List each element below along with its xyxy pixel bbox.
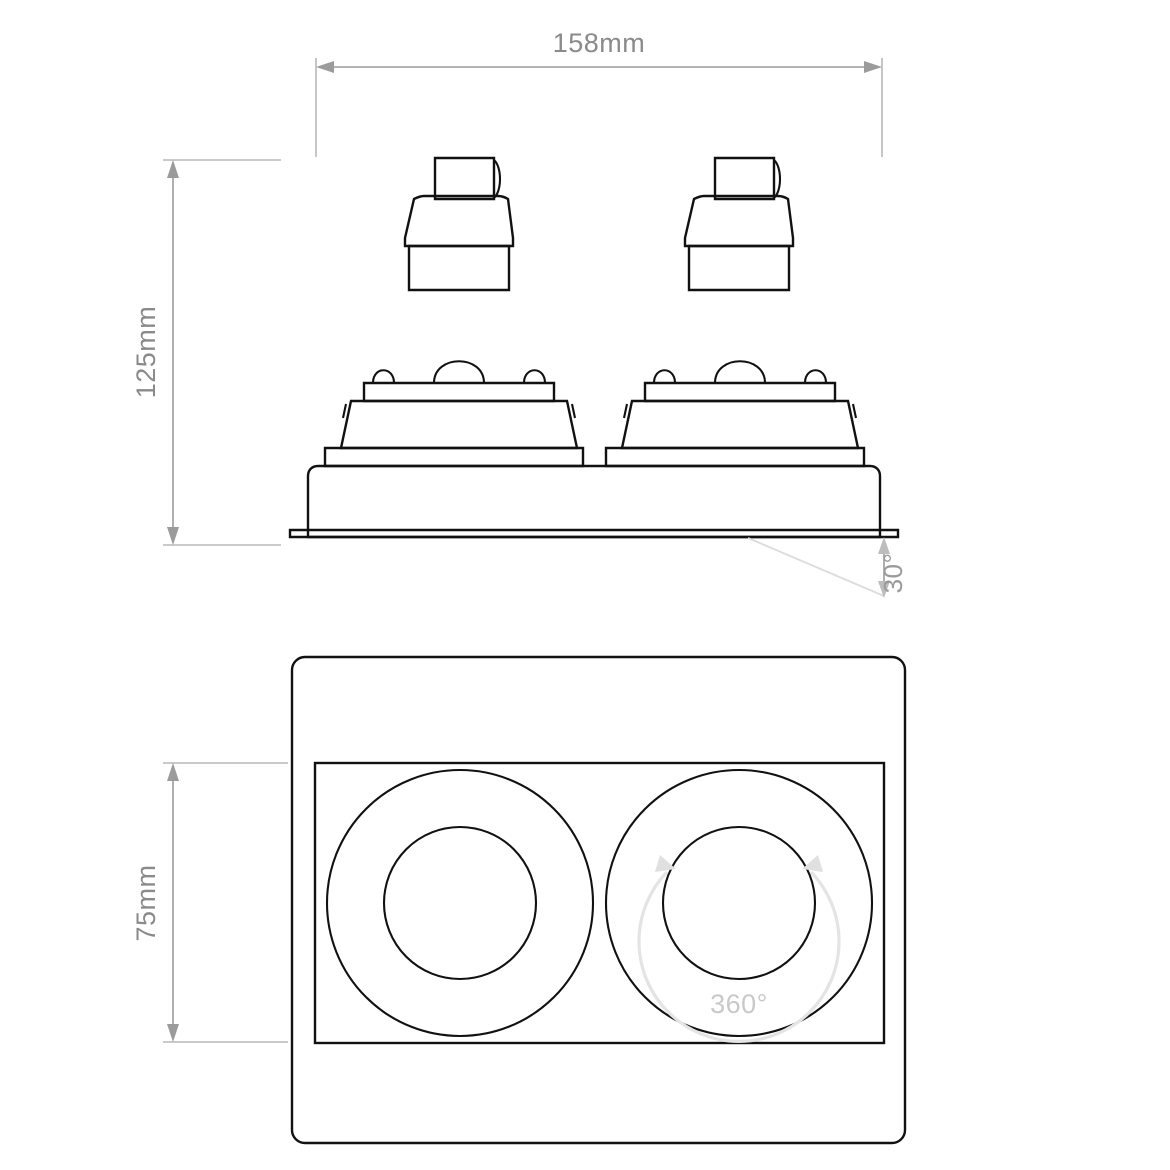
- annotation-rotation-360deg: 360°: [637, 855, 841, 1043]
- gimbal-yoke-left: [339, 399, 579, 450]
- yoke-notch-left: [341, 403, 348, 419]
- yoke-notch-left-r: [622, 403, 629, 419]
- lamp-shade-right: [683, 194, 795, 248]
- lamp-stem-left: [433, 156, 496, 201]
- aperture-left-inner-ring: [382, 825, 538, 981]
- pin-center-dome: [432, 360, 486, 384]
- pin-center-dome-r: [713, 360, 767, 384]
- dimension-depth-75mm: 75mm: [131, 762, 288, 1043]
- pin-left-small: [371, 369, 396, 384]
- plan-view: 360°: [290, 655, 907, 1145]
- aperture-right-outer-ring: [604, 768, 874, 1038]
- gimbal-base-plate-left: [323, 446, 585, 468]
- dimension-label-depth: 75mm: [131, 864, 161, 941]
- annotation-tilt-30deg: 30°: [747, 537, 908, 598]
- yoke-notch-right-r: [851, 403, 858, 419]
- lamp-shade-left: [403, 194, 515, 248]
- arrowhead-bottom: [167, 527, 179, 545]
- pin-right-small: [522, 369, 547, 384]
- tilt-arrowhead-bottom: [878, 581, 890, 598]
- arrowhead-plan-top: [167, 763, 179, 781]
- arrowhead-left: [316, 61, 334, 73]
- tilt-arrowhead-top: [878, 537, 890, 554]
- lamp-stem-right: [713, 156, 776, 201]
- pin-right-small-r: [803, 369, 828, 384]
- rotation-arrowhead-right: [802, 855, 823, 872]
- lamp-barrel-right: [687, 244, 791, 292]
- housing-assembly: [288, 464, 900, 539]
- plan-outer-frame: [290, 655, 907, 1145]
- dimension-label-width: 158mm: [553, 28, 646, 58]
- aperture-left: [325, 768, 595, 1038]
- pin-left-small-r: [652, 369, 677, 384]
- gimbal-base-plate-right: [604, 446, 866, 468]
- gimbal-yoke-right: [620, 399, 860, 450]
- arrowhead-plan-bottom: [167, 1024, 179, 1042]
- yoke-notch-right: [570, 403, 577, 419]
- annotation-label-rotation: 360°: [710, 989, 768, 1019]
- dimension-height-125mm: 125mm: [131, 159, 281, 546]
- dimension-label-height: 125mm: [131, 306, 161, 399]
- lamp-detail-left: [403, 156, 515, 292]
- gimbal-module-left: [323, 360, 585, 468]
- aperture-left-outer-ring: [325, 768, 595, 1038]
- gimbal-top-plate-right: [643, 381, 837, 403]
- rotation-arc: [637, 870, 841, 1043]
- plan-inner-frame: [313, 761, 886, 1045]
- gimbal-top-plate-left: [362, 381, 556, 403]
- lamp-barrel-left: [407, 244, 511, 292]
- aperture-right: [604, 768, 874, 1038]
- housing-body: [306, 464, 882, 539]
- lamp-detail-right: [683, 156, 795, 292]
- tilt-leader-line: [747, 537, 885, 597]
- arrowhead-right: [864, 61, 882, 73]
- dimension-width-158mm: 158mm: [315, 28, 883, 157]
- aperture-right-inner-ring: [661, 825, 817, 981]
- arrowhead-top: [167, 160, 179, 178]
- gimbal-module-right: [604, 360, 866, 468]
- rotation-arrowhead-left: [655, 855, 676, 872]
- annotation-label-tilt: 30°: [878, 553, 908, 594]
- trim-flange-plate: [288, 528, 900, 539]
